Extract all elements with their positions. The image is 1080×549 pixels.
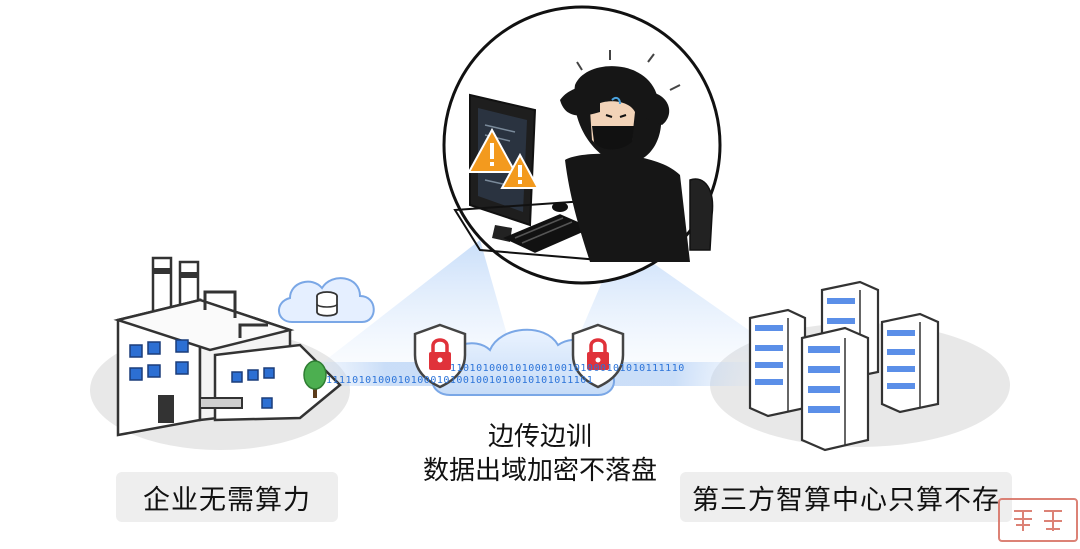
watermark-seal [998, 498, 1078, 542]
datacenter-label: 第三方智算中心只算不存 [680, 472, 1012, 522]
lock-shield-icon [571, 323, 625, 389]
lock-shield-icon [413, 323, 467, 389]
factory-label: 企业无需算力 [116, 472, 338, 522]
binary-stream-right: 110101000101000100101000101010111110 [450, 363, 685, 374]
database-cloud-icon [278, 277, 375, 323]
center-caption-line1: 边传边训 [487, 422, 592, 452]
tree-icon [303, 360, 327, 398]
warning-icon [500, 152, 540, 189]
binary-stream-left: 1111010100010100010100100101001010101110… [326, 375, 594, 386]
center-caption-line2: 数据出域加密不落盘 [422, 456, 657, 486]
server-rack-icon [880, 312, 940, 414]
factory-icon [113, 256, 342, 437]
warning-icon [467, 127, 517, 173]
server-rack-icon [800, 326, 870, 452]
hacker-icon [560, 50, 714, 262]
hacker-bubble [442, 5, 722, 285]
server-rack-icon [748, 308, 807, 418]
